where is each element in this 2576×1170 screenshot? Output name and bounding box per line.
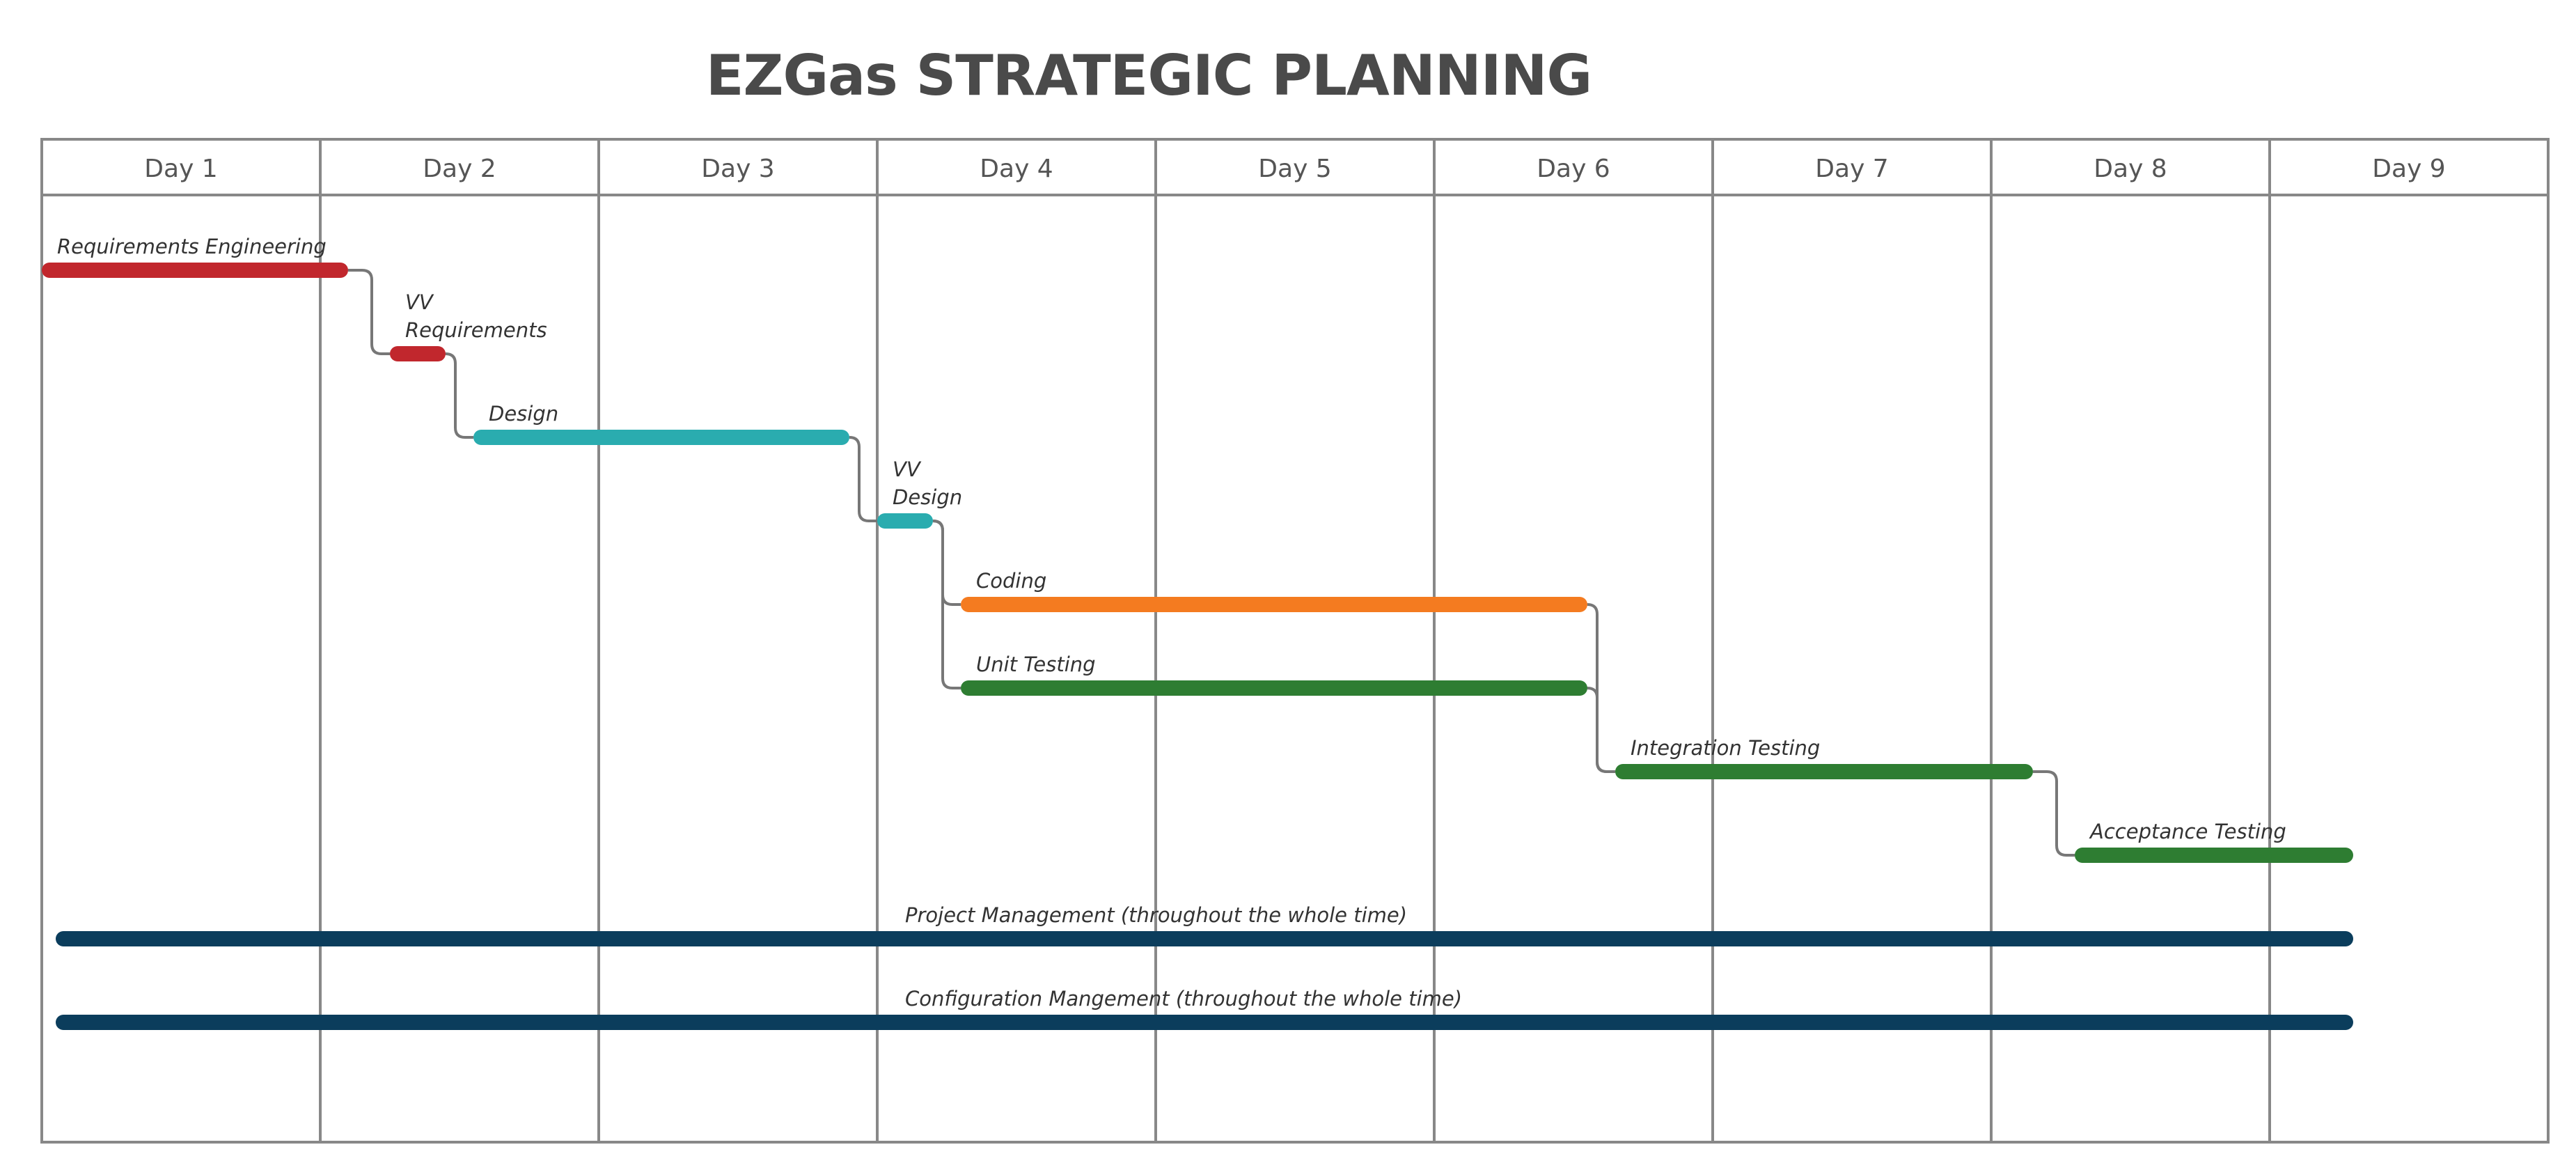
task-label-coding: Coding	[976, 569, 1046, 593]
task-label-vv-req: Requirements	[405, 318, 547, 342]
task-label-acceptance-testing: Acceptance Testing	[2089, 820, 2286, 843]
day-header-label: Day 3	[701, 155, 774, 183]
task-label-vv-req: VV	[405, 290, 434, 314]
task-label-req-eng: Requirements Engineering	[57, 235, 327, 258]
day-header-label: Day 5	[1258, 155, 1331, 183]
task-label-integration-testing: Integration Testing	[1631, 736, 1820, 760]
dependency-connector	[932, 520, 961, 606]
dependency-connector	[932, 520, 961, 689]
day-header-label: Day 8	[2094, 155, 2167, 183]
dependency-connector	[849, 436, 877, 522]
task-label-project-management: Project Management (throughout the whole…	[905, 903, 1407, 927]
dependency-connector	[348, 269, 390, 355]
day-header-label: Day 1	[144, 155, 217, 183]
task-label-configuration-management: Configuration Mangement (throughout the …	[905, 987, 1462, 1011]
day-header-label: Day 7	[1815, 155, 1888, 183]
chart-frame	[40, 138, 2550, 1144]
day-header-label: Day 9	[2372, 155, 2445, 183]
grid-layer: Day 1 Day 2 Day 3 Day 4 Day 5 Day 6 Day 7 Day 8…	[40, 138, 2550, 1144]
dependency-connector	[445, 352, 473, 439]
task-bars	[42, 263, 2353, 1030]
day-header-label: Day 6	[1537, 155, 1610, 183]
task-label-vv-design: Design	[893, 485, 962, 509]
dependency-connector	[1587, 687, 1615, 773]
dependency-connector	[2033, 770, 2075, 857]
task-label-vv-design: VV	[893, 458, 922, 481]
task-label-design: Design	[489, 402, 558, 426]
page-title: EZGas STRATEGIC PLANNING	[705, 43, 1592, 108]
dependency-connectors	[348, 269, 2075, 857]
task-label-unit-testing: Unit Testing	[976, 653, 1096, 676]
day-header-label: Day 2	[423, 155, 496, 183]
day-header-label: Day 4	[980, 155, 1053, 183]
